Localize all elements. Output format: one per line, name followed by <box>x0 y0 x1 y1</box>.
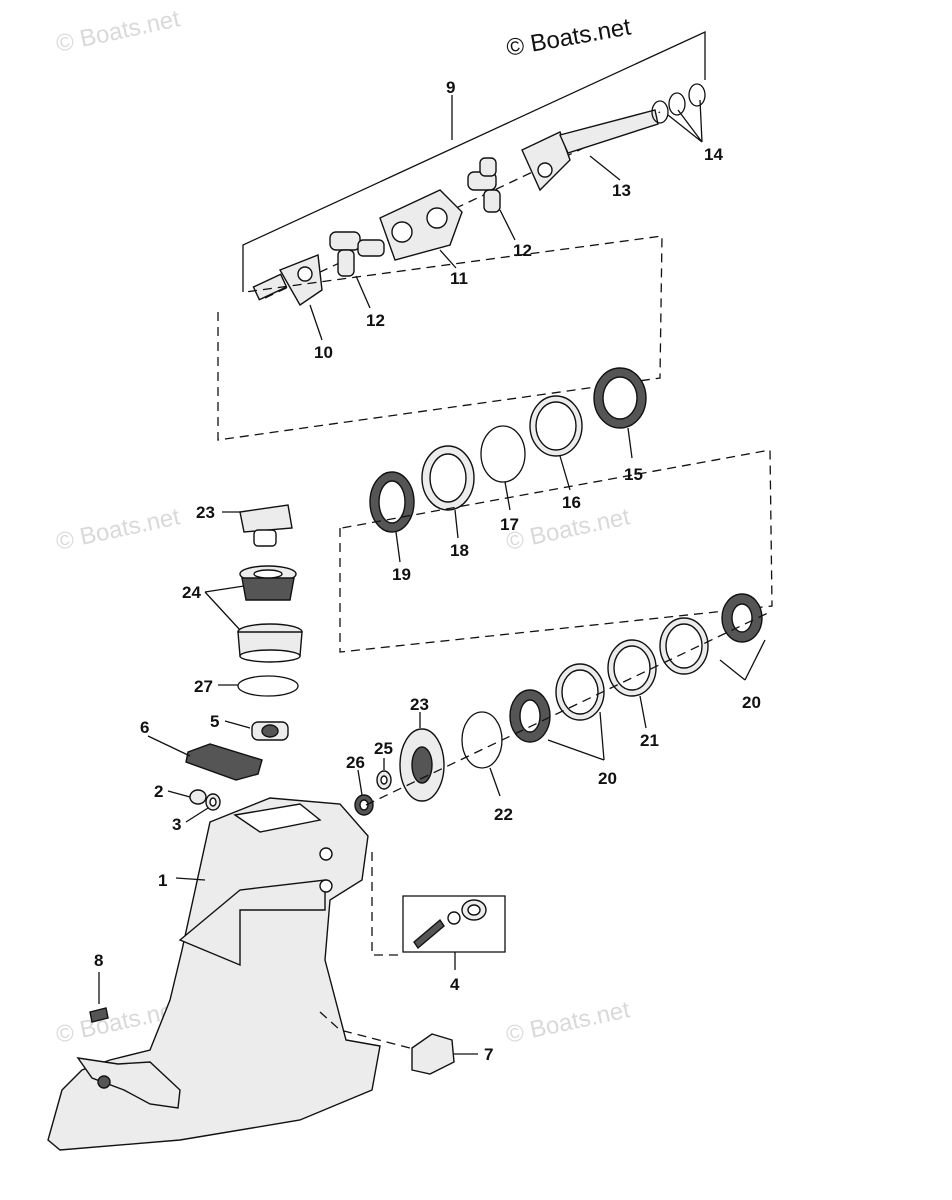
pinion-stack <box>204 504 303 741</box>
label-part-24: 24 <box>182 583 201 602</box>
pinion-gear-part-23-top <box>239 504 293 547</box>
gear-housing-part-1 <box>47 797 381 1151</box>
u-joint-cross-part-12-right <box>467 157 501 213</box>
race-part-16 <box>529 395 583 457</box>
seal-part-19 <box>369 471 415 533</box>
race-part-20-right <box>659 617 709 675</box>
check-valve-kit-part-4 <box>402 895 506 970</box>
small-parts-left <box>89 735 263 1023</box>
race-part-21 <box>607 639 657 697</box>
label-part-12-right: 12 <box>513 241 532 260</box>
label-part-1: 1 <box>158 871 167 890</box>
label-part-23-gear: 23 <box>410 695 429 714</box>
dashed-outline-upper <box>217 235 663 441</box>
label-part-2: 2 <box>154 782 163 801</box>
bearing-part-15 <box>593 367 647 429</box>
forward-gear-part-23 <box>399 728 445 802</box>
label-part-11: 11 <box>450 269 468 288</box>
washer-part-25 <box>376 770 392 790</box>
cap-part-4 <box>461 899 487 921</box>
bearing-part-20-right <box>721 593 763 643</box>
bearing-race-part-24 <box>237 623 303 663</box>
o-ring-part-22 <box>461 711 503 769</box>
watermark-mid-left: © Boats.net <box>54 503 183 556</box>
label-part-4: 4 <box>450 975 460 994</box>
label-part-17: 17 <box>500 515 519 534</box>
label-part-3: 3 <box>172 815 181 834</box>
part-labels: 9 10 11 12 12 13 14 15 16 17 18 19 20 20… <box>94 78 761 1064</box>
plug-part-8 <box>89 1007 109 1023</box>
label-part-13: 13 <box>612 181 631 200</box>
label-part-19: 19 <box>392 565 411 584</box>
label-part-6: 6 <box>140 718 149 737</box>
seal-part-18 <box>421 445 475 511</box>
label-part-25: 25 <box>374 739 393 758</box>
label-part-15: 15 <box>624 465 643 484</box>
label-part-21: 21 <box>640 731 659 750</box>
forward-gear-row <box>354 593 771 816</box>
o-ring-part-27 <box>237 675 299 697</box>
label-part-18: 18 <box>450 541 469 560</box>
copyright-text: © Boats.net <box>504 13 633 61</box>
spring-part-4 <box>413 918 445 950</box>
watermark-bottom-right: © Boats.net <box>504 996 633 1049</box>
label-part-9: 9 <box>446 78 455 97</box>
race-part-20-left <box>555 663 605 721</box>
label-part-14: 14 <box>704 145 723 164</box>
label-part-20-right: 20 <box>742 693 761 712</box>
bearing-part-20-left <box>509 689 551 743</box>
o-rings-part-14 <box>651 83 706 143</box>
tapered-bearing-part-24 <box>239 565 297 601</box>
plate-part-6 <box>185 743 263 781</box>
label-part-22: 22 <box>494 805 513 824</box>
dashed-outline-lower <box>339 449 773 653</box>
label-part-26: 26 <box>346 753 365 772</box>
nut-part-26 <box>354 794 374 816</box>
center-yoke-part-11 <box>379 189 463 261</box>
washer-part-3 <box>205 793 221 811</box>
label-part-27: 27 <box>194 677 213 696</box>
label-part-7: 7 <box>484 1045 493 1064</box>
output-shaft-part-13 <box>521 109 659 192</box>
ball-bearing-part-5 <box>251 721 289 741</box>
u-joint-cross-part-12-left <box>329 231 385 277</box>
plug-part-2 <box>189 789 207 805</box>
dashed-link-part-4 <box>371 852 404 956</box>
o-ring-part-17 <box>480 425 526 483</box>
label-part-23-top: 23 <box>196 503 215 522</box>
watermark-top-left: © Boats.net <box>54 5 183 58</box>
label-part-10: 10 <box>314 343 333 362</box>
cover-part-7 <box>411 1033 455 1075</box>
label-part-5: 5 <box>210 712 219 731</box>
label-part-20-left: 20 <box>598 769 617 788</box>
label-part-8: 8 <box>94 951 103 970</box>
dashed-link-part-7 <box>319 1011 411 1049</box>
yoke-shaft-part-10 <box>252 254 323 307</box>
drive-shaft-assembly <box>242 30 706 341</box>
seal-bearing-row <box>369 367 647 563</box>
label-part-16: 16 <box>562 493 581 512</box>
label-part-12-left: 12 <box>366 311 385 330</box>
